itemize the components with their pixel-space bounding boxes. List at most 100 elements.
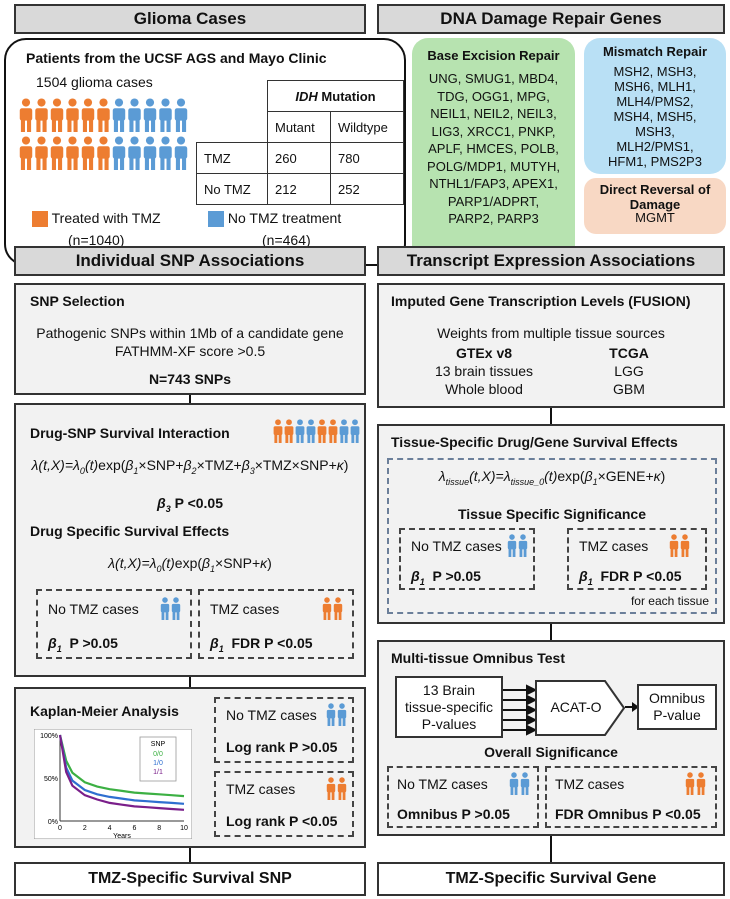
idh-mutation-table: IDH Mutation Mutant Wildtype TMZ 260 780… (196, 80, 404, 205)
km-legend-title: SNP (151, 741, 166, 748)
km-x-tick: 8 (157, 825, 161, 832)
patient-figure-icon (322, 597, 332, 620)
omnibus-pvalue-box: Omnibus P-value (637, 684, 717, 730)
col-wildtype: Wildtype (330, 111, 404, 143)
col-mutant: Mutant (267, 111, 331, 143)
acat-shape (535, 680, 625, 736)
for-each-tissue: for each tissue (630, 594, 709, 608)
km-y-tick: 0% (48, 819, 58, 826)
km-x-tick: 6 (132, 825, 136, 832)
gene-line: PARP1/ADPRT, (447, 193, 540, 209)
connector (189, 677, 191, 687)
row-notmz-mutant: 212 (267, 173, 331, 205)
notmz-patient-icon (326, 703, 347, 726)
patient-figure-icon (507, 534, 517, 557)
km-title: Kaplan-Meier Analysis (30, 703, 179, 719)
weights-label: Weights from multiple tissue sources (437, 325, 665, 341)
gene-line: MLH4/PMS2, (616, 94, 694, 109)
gene-line: MSH2, MSH3, (613, 64, 697, 79)
patient-figure-icon (669, 534, 679, 557)
gtex-brain: 13 brain tissues (434, 363, 534, 379)
gene-line: MSH6, MLH1, (614, 79, 696, 94)
omnibus-notmz-result: Omnibus P >0.05 (397, 806, 510, 822)
omnibus-notmz-label: No TMZ cases (397, 776, 488, 792)
km-notmz-result: Log rank P >0.05 (226, 739, 338, 755)
gene-line: MLH2/PMS1, (616, 139, 694, 154)
dna-repair-header: DNA Damage Repair Genes (377, 4, 725, 34)
tcga-lgg: LGG (614, 363, 644, 379)
patient-figure-icon (518, 534, 528, 557)
legend-notmz: No TMZ treatment (208, 210, 341, 228)
gtex-blood: Whole blood (445, 381, 523, 397)
tmz-patient-icon (326, 777, 347, 800)
patient-figure-icon (295, 419, 305, 443)
tissue-notmz-label: No TMZ cases (411, 538, 502, 554)
patient-figure-icon (160, 597, 170, 620)
tissue-significance-title: Tissue Specific Significance (457, 506, 647, 522)
connector (550, 408, 552, 424)
patient-figure-icon (174, 98, 188, 132)
legend-notmz-n: (n=464) (262, 232, 311, 248)
patient-figure-icon (339, 419, 349, 443)
snp-selection-panel: SNP Selection Pathogenic SNPs within 1Mb… (14, 283, 366, 395)
gene-line: LIG3, XRCC1, PNKP, (431, 123, 556, 139)
snp-count: N=743 SNPs (148, 371, 232, 387)
brain-line1: 13 Brain (422, 682, 476, 698)
mgmt-gene: MGMT (635, 210, 675, 225)
legend-tmz: Treated with TMZ (32, 210, 161, 228)
patient-figure-icon (326, 703, 336, 726)
tmz-patient-icon (685, 772, 706, 795)
snp-selection-line2: FATHMM-XF score >0.5 (114, 343, 266, 359)
km-legend-entry: 1/0 (153, 760, 163, 767)
tissue-notmz-result: β1 P >0.05 (411, 568, 481, 587)
snp-selection-line1: Pathogenic SNPs within 1Mb of a candidat… (36, 325, 344, 341)
gene-line: APLF, HMCES, POLB, (428, 141, 559, 156)
brain-pvalues-box: 13 Brain tissue-specific P-values (395, 676, 503, 738)
km-x-tick: 0 (58, 825, 62, 832)
tissue-specific-panel: Tissue-Specific Drug/Gene Survival Effec… (377, 424, 725, 624)
patient-figure-icon (273, 419, 283, 443)
patient-figure-icon (19, 136, 33, 170)
arrow-right-icon (625, 702, 639, 712)
snp-tmz-box: TMZ cases β1 FDR P <0.05 (198, 589, 354, 659)
patient-figure-icon (337, 703, 347, 726)
snp-notmz-result: β1 P >0.05 (48, 635, 118, 654)
patient-figure-icon (680, 534, 690, 557)
patient-figure-icon (174, 136, 188, 170)
brain-line2: tissue-specific (405, 699, 493, 715)
tissue-tmz-result: β1 FDR P <0.05 (579, 568, 682, 587)
tissue-dashed-frame: λtissue(t,X)=λtissue_0(t)exp(β1×GENE+κ) … (387, 458, 717, 614)
patient-figure-icon (509, 772, 519, 795)
patient-figure-icon (143, 98, 157, 132)
patient-figure-icon (159, 136, 172, 170)
patients-title: Patients from the UCSF AGS and Mayo Clin… (26, 50, 327, 66)
snp-tmz-result: β1 FDR P <0.05 (210, 635, 313, 654)
patient-figure-icon (306, 419, 316, 443)
tissue-cox-formula: λtissue(t,X)=λtissue_0(t)exp(β1×GENE+κ) (438, 468, 666, 487)
patient-figure-icon (81, 136, 95, 170)
patient-figure-icon (685, 772, 695, 795)
gene-line: TDG, OGG1, MPG, (437, 88, 550, 104)
omnibus-title: Multi-tissue Omnibus Test (391, 650, 565, 666)
glioma-cases-header: Glioma Cases (14, 4, 366, 34)
tmz-patient-icon (669, 534, 690, 557)
imputed-transcription-panel: Imputed Gene Transcription Levels (FUSIO… (377, 283, 725, 408)
patient-figure-icon (143, 136, 157, 170)
patient-figure-icon (112, 98, 126, 132)
tmz-specific-snp-outcome: TMZ-Specific Survival SNP (14, 862, 366, 896)
gene-line: NEIL1, NEIL2, NEIL3, (430, 106, 557, 121)
brain-line3: P-values (421, 716, 477, 732)
patient-icons-grid (19, 98, 188, 170)
drug-specific-title: Drug Specific Survival Effects (30, 523, 230, 539)
gtex-title: GTEx v8 (455, 345, 513, 361)
gene-line: PARP2, PARP3 (448, 211, 539, 226)
connector (189, 848, 191, 862)
tcga-gbm: GBM (613, 381, 645, 397)
snp-selection-title: SNP Selection (30, 293, 125, 309)
patient-figure-icon (333, 597, 343, 620)
patient-figure-icon (696, 772, 706, 795)
patient-figure-icon (159, 98, 172, 132)
omnibus-tmz-box: TMZ cases FDR Omnibus P <0.05 (545, 766, 717, 828)
patient-figure-icon (50, 136, 64, 170)
km-tmz-box: TMZ cases Log rank P <0.05 (214, 771, 354, 837)
